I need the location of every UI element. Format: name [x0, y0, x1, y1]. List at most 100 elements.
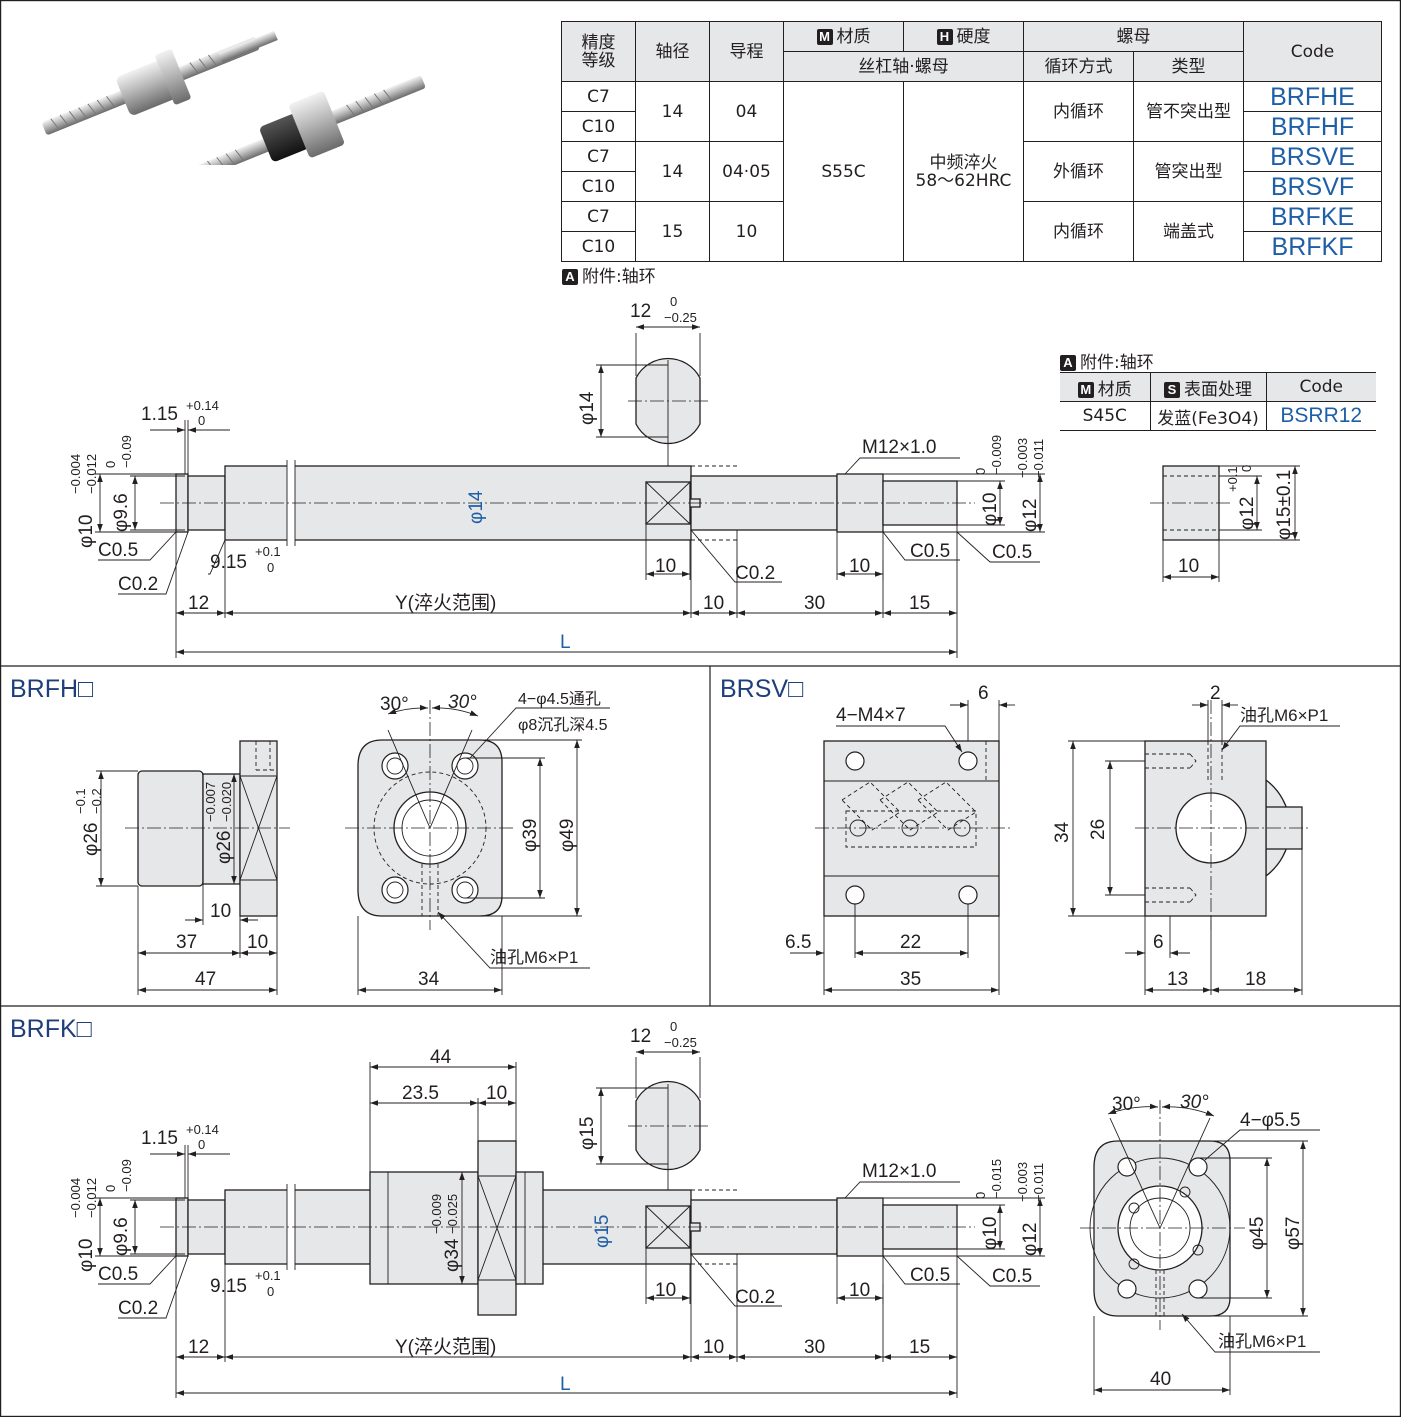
brfk-dim-12: 12 — [188, 1337, 209, 1358]
brsv-dim-35: 35 — [900, 969, 921, 990]
circulation-cell: 内循环 — [1023, 81, 1134, 142]
header-code: Code — [1243, 21, 1382, 82]
table-row: C7 15 10 内循环 端盖式 BRFKE — [561, 201, 1382, 262]
shaft-top-labels: 12 0 −0.25 φ14 φ14 1.15 +0.14 0 φ10 −0.0… — [68, 294, 1046, 653]
lead-cell: 04 — [709, 81, 784, 142]
ball-screw-photo-left — [42, 30, 278, 135]
brfk-bearing-dia-lower: −0.011 — [1031, 1163, 1046, 1202]
brfk-groove-tol-lower: 0 — [198, 1137, 205, 1152]
groove-pos-upper: +0.1 — [255, 544, 281, 559]
brfk-c05-thread: C0.5 — [910, 1265, 950, 1286]
brfh-dim-47: 47 — [195, 969, 216, 990]
dim-l: L — [560, 632, 571, 653]
brfk-nut-dia: φ34 — [442, 1238, 463, 1272]
brfk-right-dia: φ10 — [980, 1217, 1001, 1250]
brfk-bearing-dia-upper: −0.003 — [1015, 1162, 1030, 1202]
grade-cell: C7 — [561, 201, 636, 232]
brfk-main-dia: φ15 — [592, 1215, 613, 1248]
collar-code: BSRR12 — [1265, 401, 1376, 431]
brfk-bearing-dia: φ12 — [1020, 1223, 1041, 1256]
brsv-dim-2: 2 — [1210, 683, 1221, 704]
brfk-groove-dia: φ9.6 — [111, 1217, 132, 1256]
brsv-dim-6b: 6 — [1153, 932, 1164, 953]
shaft-drawing-top — [95, 324, 1045, 658]
dim-30: 30 — [804, 593, 825, 614]
brfh-flange-label: φ49 — [557, 819, 578, 852]
lead-cell: 10 — [709, 201, 784, 262]
brsv-dim-18: 18 — [1245, 969, 1266, 990]
bearing-dia-upper: −0.003 — [1015, 438, 1030, 478]
brfh-dim-10: 10 — [210, 901, 231, 922]
groove-dia-label: φ9.6 — [111, 493, 132, 532]
brfk-c05-right: C0.5 — [992, 1266, 1032, 1287]
brfh-fit-upper: −0.007 — [203, 782, 218, 822]
brfh-dim-10b: 10 — [247, 932, 268, 953]
bearing-dia-label: φ12 — [1020, 499, 1041, 532]
brfh-outer-dia: φ26 — [81, 823, 102, 856]
brfk-nut-lower: −0.025 — [445, 1194, 460, 1234]
dim-12: 12 — [188, 593, 209, 614]
collar-drawing: φ12 +0.1 0 φ15±0.1 10 — [1150, 465, 1300, 582]
brfk-oil-hole: 油孔M6×P1 — [1218, 1332, 1306, 1351]
brfk-bolt-holes — [1117, 1157, 1208, 1299]
flat-dia-label: φ14 — [577, 391, 598, 425]
header-nut: 螺母 — [1023, 21, 1244, 52]
section-title-brsv: BRSV□ — [720, 675, 804, 703]
collar-dia-lower: 0 — [1239, 465, 1254, 472]
code-cell: BRSVE — [1243, 141, 1382, 172]
left-dia-label: φ10 — [76, 515, 97, 548]
table-row: C10 BRFHF — [561, 111, 1382, 142]
brfk-dim-10-flat: 10 — [655, 1280, 676, 1301]
brsv-taps-label: 4−M4×7 — [836, 705, 906, 726]
brsv-dim-65: 6.5 — [785, 932, 811, 953]
material-badge: M — [816, 28, 833, 45]
brfk-flat-width: 12 — [630, 1026, 651, 1047]
table-row: C7 14 04·05 外循环 管突出型 BRSVE — [561, 141, 1382, 202]
brfk-dim-15: 15 — [909, 1337, 930, 1358]
brfk-pcd-label: φ45 — [1247, 1217, 1268, 1250]
left-dia-upper: −0.004 — [68, 454, 83, 494]
circulation-cell: 外循环 — [1023, 141, 1134, 202]
groove-dia-upper: 0 — [103, 461, 118, 468]
brsv-dim-22: 22 — [900, 932, 921, 953]
brfk-angle-b: 30° — [1180, 1092, 1209, 1113]
collar-dia-label: φ12 — [1237, 497, 1258, 530]
brfh-angle-a: 30° — [380, 694, 409, 715]
brfk-dim-l: L — [560, 1374, 571, 1395]
brfh-outer-upper: −0.1 — [73, 788, 88, 814]
groove-tol-upper: +0.14 — [186, 398, 219, 413]
code-cell: BRFHE — [1243, 81, 1382, 112]
groove-dia-lower: −0.09 — [119, 435, 134, 468]
type-cell: 管突出型 — [1133, 141, 1244, 202]
brsv-dim-26: 26 — [1088, 819, 1109, 840]
surface-badge: S — [1164, 381, 1180, 398]
thread-label: M12×1.0 — [862, 437, 936, 458]
brfh-dim-37: 37 — [176, 932, 197, 953]
chamfer-c02-left: C0.2 — [118, 574, 158, 595]
brfk-dim-235: 23.5 — [402, 1083, 439, 1104]
brfk-flange-label: φ57 — [1283, 1217, 1304, 1250]
brfk-groove-dia-upper: 0 — [103, 1185, 118, 1192]
chamfer-c05-left: C0.5 — [98, 540, 138, 561]
grade-cell: C10 — [561, 171, 636, 202]
brfk-groove-dia-lower: −0.09 — [119, 1159, 134, 1192]
brfk-groove-pos: 9.15 — [210, 1276, 247, 1297]
brfh-bolt-holes — [381, 752, 479, 904]
brfk-dim-44: 44 — [430, 1047, 452, 1068]
flat-tol-lower: −0.25 — [664, 310, 697, 325]
brsv-dim-13: 13 — [1167, 969, 1188, 990]
section-title-brfh: BRFH□ — [10, 675, 94, 703]
brfh-holes-label: 4−φ4.5通孔 — [518, 690, 601, 708]
brfk-holes-label: 4−φ5.5 — [1240, 1110, 1300, 1131]
chamfer-c05-thread: C0.5 — [910, 541, 950, 562]
brfk-groove-pos-upper: +0.1 — [255, 1268, 281, 1283]
table-row: S45C 发蓝(Fe3O4) BSRR12 — [1060, 401, 1376, 431]
dim-10-flat: 10 — [655, 556, 676, 577]
collar-header-code: Code — [1265, 372, 1376, 402]
brfk-dim-10-thread: 10 — [849, 1280, 870, 1301]
